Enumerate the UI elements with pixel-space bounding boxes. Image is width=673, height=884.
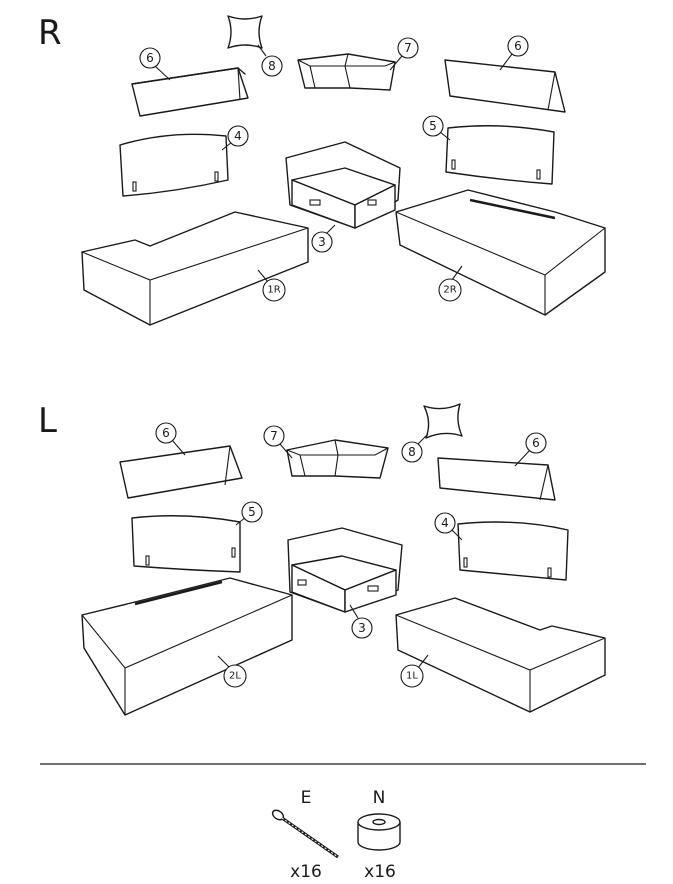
svg-text:2R: 2R [443, 285, 456, 296]
svg-text:5: 5 [248, 505, 256, 519]
svg-text:x16: x16 [364, 862, 396, 882]
svg-text:E: E [301, 788, 312, 808]
section-heading-l: L [38, 401, 57, 441]
svg-text:3: 3 [318, 235, 326, 249]
svg-text:1R: 1R [267, 285, 280, 296]
part-4-backrest: 4 [119, 125, 249, 197]
svg-text:8: 8 [408, 445, 416, 459]
part-7-corner-back: 7 [263, 425, 389, 479]
svg-text:8: 8 [268, 59, 276, 73]
part-8-pillow: 8 [401, 403, 463, 463]
svg-text:N: N [373, 788, 386, 808]
part-2r-base: 2R [395, 189, 606, 316]
svg-text:6: 6 [532, 436, 540, 450]
part-3-corner-seat: 3 [285, 141, 401, 253]
svg-text:6: 6 [162, 426, 170, 440]
part-6-right: 6 [437, 432, 556, 501]
svg-text:5: 5 [429, 119, 437, 133]
svg-text:x16: x16 [290, 862, 322, 882]
svg-text:6: 6 [514, 39, 522, 53]
svg-text:1L: 1L [406, 671, 418, 682]
section-heading-r: R [38, 13, 62, 53]
hardware-n: N x16 [357, 788, 401, 882]
svg-text:7: 7 [270, 429, 278, 443]
part-1l-base: 1L [395, 597, 606, 713]
part-6-left: 6 [119, 422, 243, 499]
svg-text:7: 7 [404, 41, 412, 55]
section-l: L 6 7 8 6 [38, 401, 606, 716]
spacer-icon [357, 813, 401, 851]
section-r: R 6 8 7 [38, 13, 606, 326]
part-6-left: 6 [131, 47, 249, 117]
part-4-backrest: 4 [434, 512, 569, 581]
svg-text:4: 4 [234, 129, 242, 143]
screw-icon [271, 809, 339, 859]
svg-text:3: 3 [358, 621, 366, 635]
part-7-corner-back: 7 [297, 37, 419, 91]
part-8-pillow: 8 [227, 15, 283, 77]
part-5-backrest: 5 [422, 115, 555, 185]
part-6-right: 6 [444, 35, 566, 113]
part-5-backrest: 5 [131, 501, 263, 573]
svg-text:6: 6 [146, 51, 154, 65]
svg-text:4: 4 [441, 516, 449, 530]
part-3-corner-seat: 3 [287, 527, 403, 639]
part-1r-base: 1R [81, 211, 309, 326]
part-2l-base: 2L [81, 577, 293, 716]
svg-text:2L: 2L [229, 671, 241, 682]
hardware-e: E x16 [271, 788, 339, 882]
